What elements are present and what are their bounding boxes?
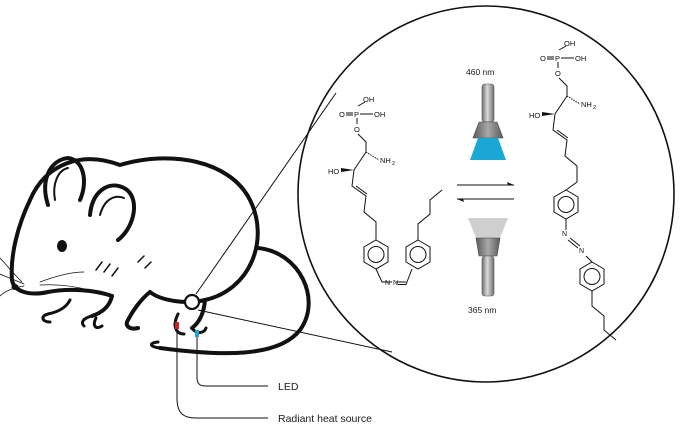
- trans-p: P: [354, 110, 359, 119]
- equilibrium-arrows: [457, 182, 514, 202]
- lamp-365-head: [475, 237, 501, 257]
- led-red-tip: [175, 322, 179, 329]
- zoom-callout: [195, 5, 675, 383]
- mouse-eye: [57, 240, 67, 252]
- molecule-trans: OH O P OH O NH 2 HO N N: [328, 95, 443, 287]
- wavelength-460-label: 460 nm: [466, 67, 494, 77]
- paw-target-circle: [183, 293, 201, 311]
- cis-o-dbl: O: [540, 54, 546, 63]
- trans-n2: N: [393, 280, 398, 287]
- lamp-460-head: [472, 121, 504, 139]
- cis-ho: HO: [529, 111, 540, 120]
- wavelength-365-label: 365 nm: [468, 305, 496, 315]
- cis-o-ester: O: [555, 69, 561, 78]
- led-blue-tip: [195, 330, 199, 337]
- cis-nh-sub: 2: [593, 105, 596, 111]
- lamp-365: 365 nm: [468, 218, 508, 315]
- cis-nh: NH: [581, 100, 592, 109]
- led-label: LED: [278, 381, 299, 393]
- lamp-460-rod: [481, 83, 495, 123]
- stimulation-fibers: [175, 322, 268, 419]
- trans-o-dbl: O: [339, 110, 345, 119]
- trans-nh-sub: 2: [392, 161, 395, 167]
- cis-p: P: [555, 54, 560, 63]
- mouse-illustration: [0, 156, 311, 356]
- cis-n2: N: [579, 248, 584, 255]
- trans-ho: HO: [328, 167, 339, 176]
- trans-oh2: OH: [374, 110, 385, 119]
- lamp-365-rod: [481, 255, 495, 297]
- zoom-circle: [297, 5, 675, 383]
- trans-oh1: OH: [363, 95, 374, 104]
- cis-oh1: OH: [564, 39, 575, 48]
- cis-n1: N: [562, 231, 567, 238]
- radiant-heat-label: Radiant heat source: [278, 413, 372, 425]
- trans-o-ester: O: [354, 125, 360, 134]
- trans-nh: NH: [380, 156, 391, 165]
- cis-oh2: OH: [575, 54, 586, 63]
- lamp-460: 460 nm: [466, 67, 506, 160]
- molecule-cis: OH O P OH O NH 2 HO N N: [529, 39, 617, 341]
- blue-light-beam: [470, 138, 506, 160]
- trans-n1: N: [385, 280, 390, 287]
- uv-light-beam: [468, 218, 508, 238]
